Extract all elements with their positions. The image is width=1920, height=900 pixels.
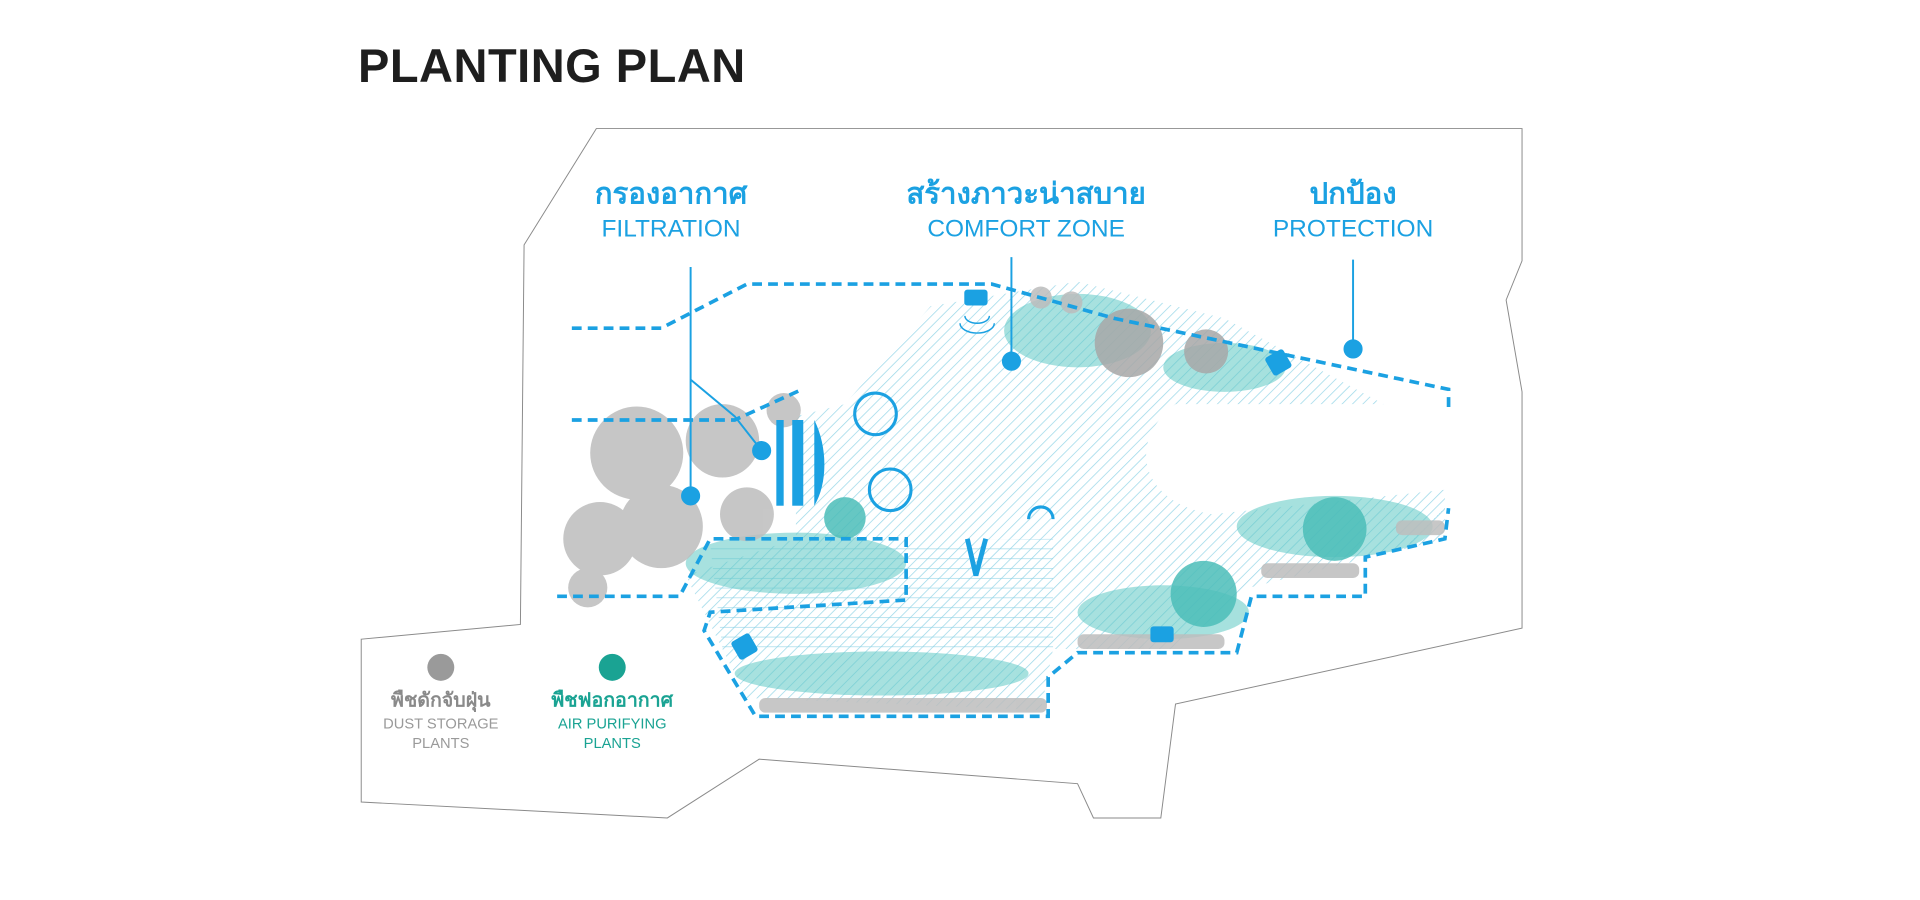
zone-label-comfort: สร้างภาวะน่าสบาย COMFORT ZONE xyxy=(906,176,1146,242)
zone-label-filtration: กรองอากาศ FILTRATION xyxy=(595,176,749,242)
zone-thai-label: กรองอากาศ xyxy=(595,176,749,210)
people-icons xyxy=(853,391,989,577)
legend-air-purifying: พืชฟอกอากาศ AIR PURIFYING PLANTS xyxy=(551,653,674,752)
speaker-icon xyxy=(731,289,1292,660)
legend-dust-storage: พืชดักจับฝุ่น DUST STORAGE PLANTS xyxy=(383,653,499,752)
filter-panel-icon xyxy=(776,420,825,506)
legend-thai: พืชฟอกอากาศ xyxy=(551,689,673,712)
zone-english-label: FILTRATION xyxy=(601,215,740,242)
boundary-dashed-lines xyxy=(557,282,1451,719)
zone-thai-label: สร้างภาวะน่าสบาย xyxy=(906,176,1146,210)
legend-swatch-gray xyxy=(427,653,455,681)
legend-line2: PLANTS xyxy=(584,736,641,752)
dust-storage-plants xyxy=(563,286,1445,713)
air-purifying-trees xyxy=(824,497,1367,627)
leader-lines xyxy=(681,257,1363,506)
zone-label-protection: ปกป้อง PROTECTION xyxy=(1273,176,1433,242)
site-boundary xyxy=(360,128,1523,819)
headphones-icon xyxy=(1027,505,1055,520)
legend-line1: AIR PURIFYING xyxy=(558,717,667,733)
zone-english-label: COMFORT ZONE xyxy=(927,215,1125,242)
page-title: PLANTING PLAN xyxy=(358,39,746,92)
legend-thai: พืชดักจับฝุ่น xyxy=(391,689,491,713)
legend-swatch-teal xyxy=(598,653,626,681)
zone-english-label: PROTECTION xyxy=(1273,215,1433,242)
zone-thai-label: ปกป้อง xyxy=(1310,176,1397,210)
legend-line2: PLANTS xyxy=(412,736,469,752)
legend-line1: DUST STORAGE xyxy=(383,717,499,733)
